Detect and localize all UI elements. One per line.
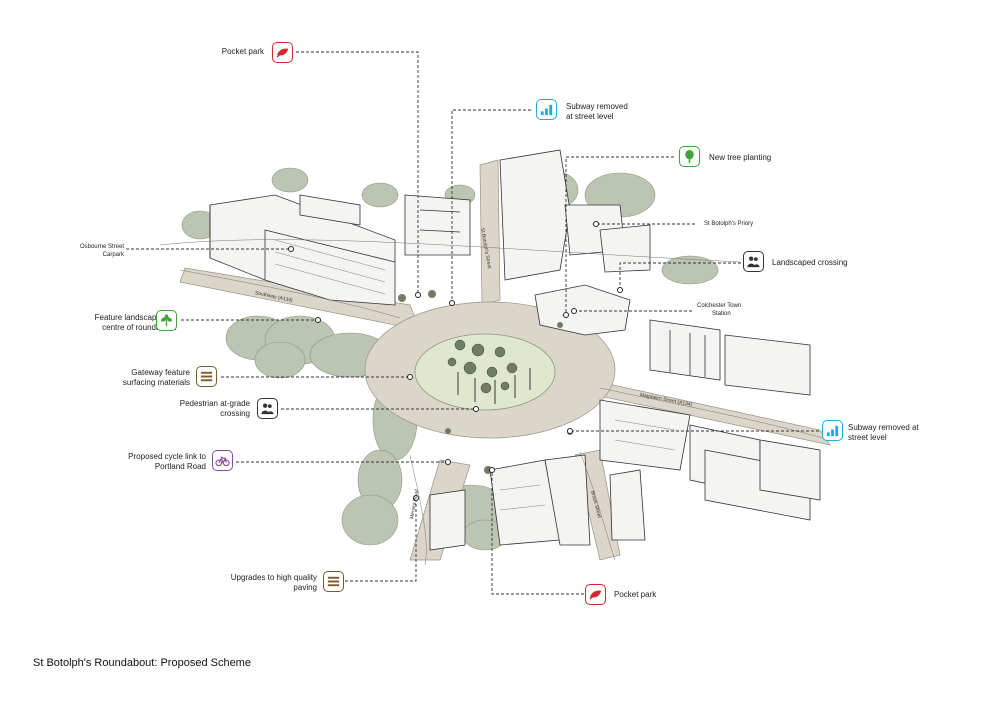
label-feature-landscaping-2: centre of roundabout (102, 323, 176, 332)
label-landscaped-crossing: Landscaped crossing (772, 258, 848, 267)
people-icon (257, 398, 278, 419)
island-trees (447, 339, 518, 394)
leader-dots (288, 221, 623, 501)
label-pedestrian-1: Pedestrian at-grade (179, 399, 250, 408)
label-gateway-1: Gateway feature (131, 368, 190, 377)
label-subway-top-2: at street level (566, 112, 614, 121)
label-pocket-park-top: Pocket park (221, 47, 264, 56)
central-island (414, 333, 556, 411)
leaf-icon (272, 42, 293, 63)
label-feature-landscaping-1: Feature landscaping to (94, 313, 176, 322)
label-paving-1: Upgrades to high quality (230, 573, 317, 582)
paving-lines-icon (196, 366, 217, 387)
tree-icon (679, 146, 700, 167)
label-subway-top-1: Subway removed (566, 102, 628, 111)
bar-chart-icon (822, 420, 843, 441)
label-paving-2: paving (293, 583, 317, 592)
page-title: St Botolph's Roundabout: Proposed Scheme (33, 657, 251, 669)
label-cycle-1: Proposed cycle link to (128, 452, 206, 461)
label-osborne-1: Osbourne Street (79, 244, 124, 250)
leader-lines (126, 51, 819, 595)
label-subway-right-2: street level (848, 433, 887, 442)
label-cycle-2: Portland Road (154, 462, 206, 471)
label-colchester-1: Colchester Town (697, 303, 742, 309)
label-osborne-2: Carpark (102, 252, 124, 258)
buildings (209, 149, 821, 551)
island-posts (457, 368, 531, 404)
label-gateway-2: surfacing materials (122, 378, 190, 387)
label-colchester-2: Station (712, 311, 731, 317)
bar-chart-icon (536, 99, 557, 120)
bicycle-icon (212, 450, 233, 471)
road-edges (159, 239, 831, 566)
label-st-botolphs-priory: St Botolph's Priory (704, 221, 754, 227)
plant-icon (156, 310, 177, 331)
label-new-tree-planting: New tree planting (709, 153, 772, 162)
label-pedestrian-2: crossing (220, 409, 250, 418)
label-subway-right-1: Subway removed at (848, 423, 919, 432)
label-pocket-park-bottom: Pocket park (614, 590, 657, 599)
building-hatching (274, 239, 676, 511)
people-icon (743, 251, 764, 272)
paving-lines-icon (323, 571, 344, 592)
leaf-icon (585, 584, 606, 605)
